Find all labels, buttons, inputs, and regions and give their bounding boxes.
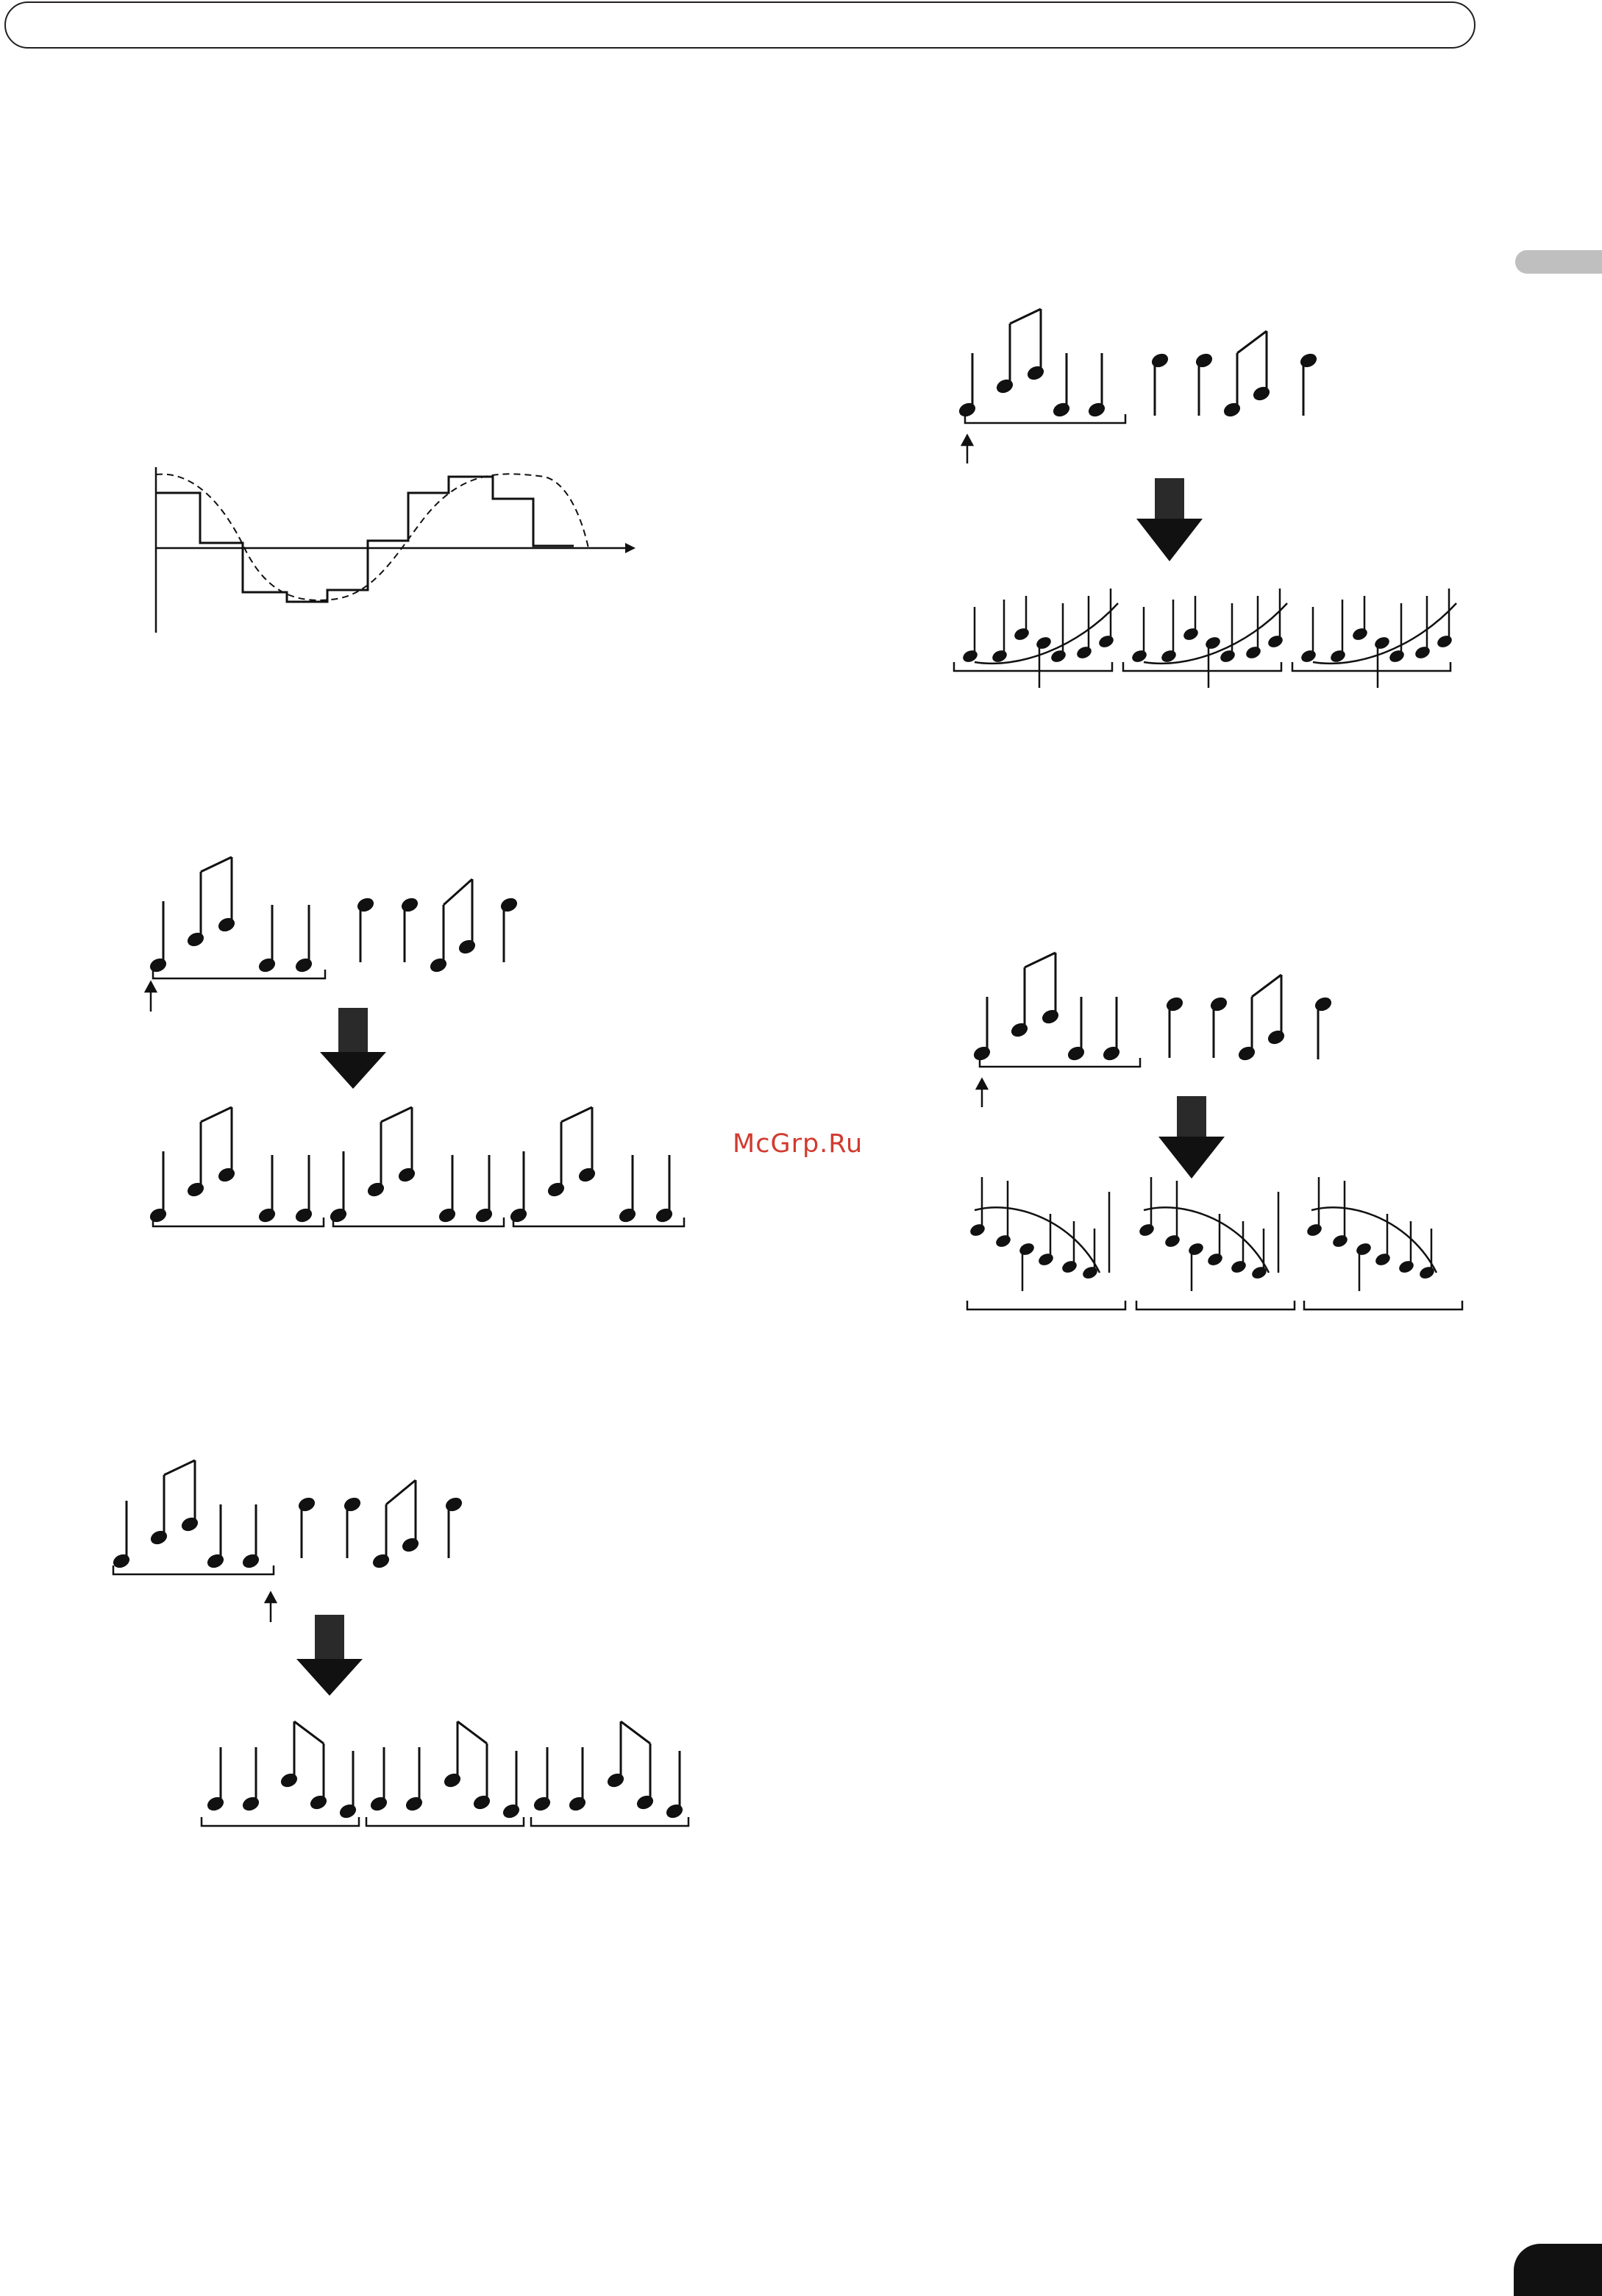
loop-brackets bbox=[153, 1218, 684, 1226]
looped-notes bbox=[149, 1107, 673, 1223]
loop-in-arrow-icon bbox=[977, 1079, 987, 1107]
looped-notes bbox=[962, 589, 1456, 688]
loop-bracket bbox=[965, 414, 1125, 423]
axis-arrow-icon bbox=[625, 543, 636, 553]
note-icon bbox=[295, 905, 313, 973]
looped-notes bbox=[207, 1721, 683, 1819]
note-icon bbox=[500, 897, 518, 962]
source-notes bbox=[973, 953, 1332, 1062]
loop-shifted-figure bbox=[103, 1457, 706, 1839]
axes bbox=[156, 467, 625, 633]
note-icon bbox=[187, 857, 232, 948]
source-notes bbox=[113, 1460, 463, 1569]
note-icon bbox=[357, 897, 374, 962]
loop-in-arrow-icon bbox=[962, 436, 972, 463]
down-arrow-icon bbox=[1136, 478, 1203, 561]
page-number-badge bbox=[1514, 2244, 1602, 2296]
down-arrow-icon bbox=[320, 1008, 386, 1089]
loop-in-arrow-icon bbox=[146, 982, 156, 1012]
waveform-figure bbox=[110, 441, 669, 662]
note-icon bbox=[258, 905, 276, 973]
section-tab bbox=[1515, 250, 1602, 274]
watermark: McGrp.Ru bbox=[733, 1129, 863, 1159]
down-arrow-icon bbox=[1158, 1096, 1225, 1179]
looped-notes bbox=[969, 1177, 1437, 1291]
loop-bracket bbox=[980, 1058, 1140, 1067]
loop-brackets bbox=[954, 662, 1450, 671]
source-notes bbox=[958, 309, 1317, 418]
down-arrow-icon bbox=[296, 1615, 363, 1696]
loop-brackets bbox=[202, 1817, 688, 1826]
note-icon bbox=[218, 857, 235, 933]
stepped-wave bbox=[156, 477, 574, 602]
loop-reverse-1-figure bbox=[949, 298, 1478, 695]
source-notes bbox=[149, 857, 518, 973]
note-icon bbox=[401, 897, 419, 962]
loop-brackets bbox=[967, 1301, 1462, 1309]
header-bar bbox=[4, 1, 1475, 49]
loop-in-arrow-icon bbox=[266, 1593, 276, 1622]
loop-reverse-2-figure bbox=[964, 942, 1493, 1339]
loop-normal-figure bbox=[140, 846, 713, 1229]
note-icon bbox=[430, 879, 472, 973]
note-icon bbox=[149, 901, 167, 973]
sine-curve bbox=[156, 474, 588, 600]
